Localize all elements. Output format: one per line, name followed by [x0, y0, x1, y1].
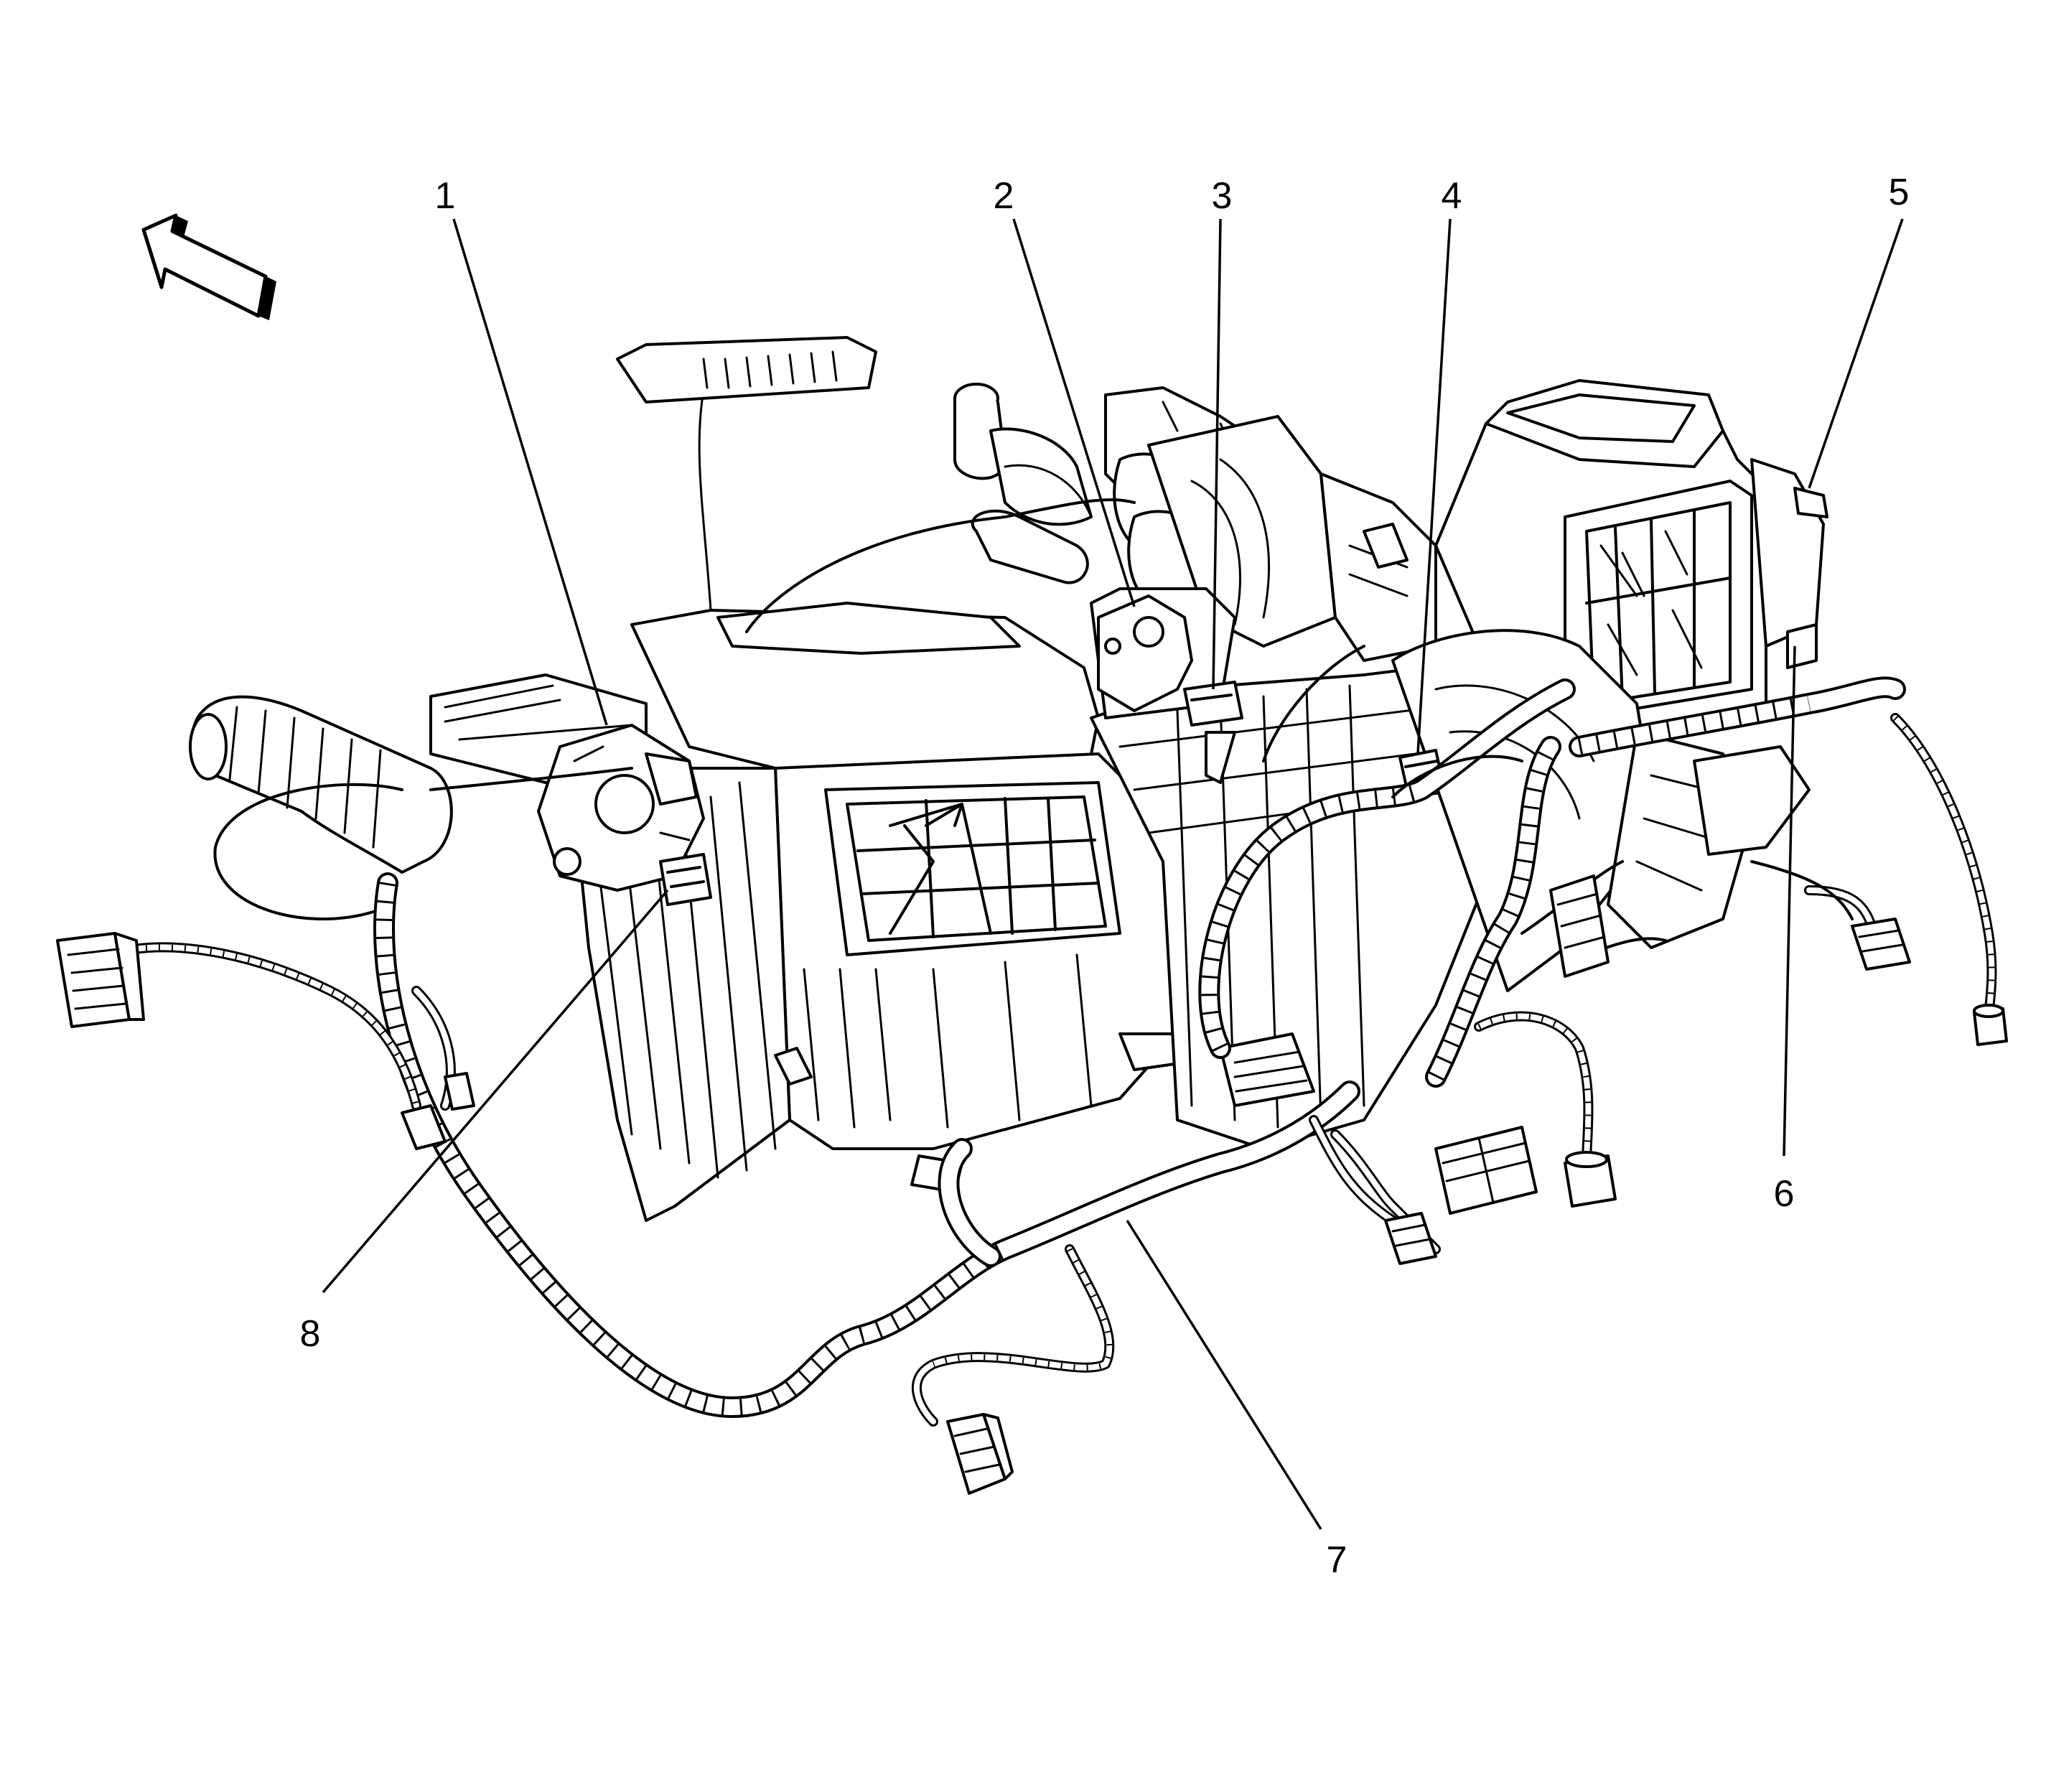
- callout-4: 4: [1442, 175, 1462, 217]
- loose-connectors: [56, 874, 2008, 1495]
- leader-5: [1808, 218, 1904, 489]
- connector-left-small: [401, 1072, 475, 1150]
- connector-3: [1183, 681, 1243, 784]
- top-vent: [616, 336, 877, 403]
- connector-bottom-right-2: [1434, 1126, 1538, 1215]
- connector-bottom-right-1: [1384, 1212, 1437, 1265]
- forward-arrow-icon: [141, 213, 276, 320]
- callout-6: 6: [1774, 1173, 1795, 1215]
- leader-lines: [322, 218, 1904, 1530]
- connector-bottom-center: [946, 1413, 1014, 1495]
- callout-5: 5: [1889, 172, 1910, 213]
- connector-8: [659, 853, 712, 906]
- rear-ducts: [1147, 415, 1437, 662]
- duct-end: [189, 713, 228, 780]
- connector-right-mid: [1851, 918, 1911, 971]
- connector-center-cluster: [1549, 874, 1610, 978]
- connector-bottom-right-3: [1564, 1151, 1617, 1208]
- leader-7: [1126, 1220, 1322, 1530]
- callout-1: 1: [435, 175, 456, 217]
- front-filter-frame: [824, 781, 1121, 956]
- callout-2: 2: [994, 175, 1014, 217]
- hvac-module: [189, 336, 1828, 1222]
- actuator-2: [1097, 594, 1193, 712]
- callout-8: 8: [300, 1313, 321, 1355]
- connector-left: [56, 932, 145, 1028]
- leader-4: [1416, 218, 1452, 755]
- leader-3: [1212, 218, 1222, 690]
- connector-right-far: [1973, 1004, 2008, 1046]
- actuator-1: [537, 724, 705, 892]
- callout-7: 7: [1327, 1539, 1347, 1581]
- callout-labels: 1 2 3 4 5 6 7 8: [300, 172, 1910, 1581]
- callout-3: 3: [1212, 175, 1233, 217]
- lower-connector-block: [1219, 1032, 1315, 1107]
- leader-1: [452, 218, 608, 726]
- leader-6: [1783, 645, 1796, 1157]
- wiring-harness: [373, 676, 1906, 1418]
- branch-wires: [103, 498, 1997, 1427]
- leader-8: [322, 889, 669, 1294]
- leader-2: [1012, 218, 1136, 607]
